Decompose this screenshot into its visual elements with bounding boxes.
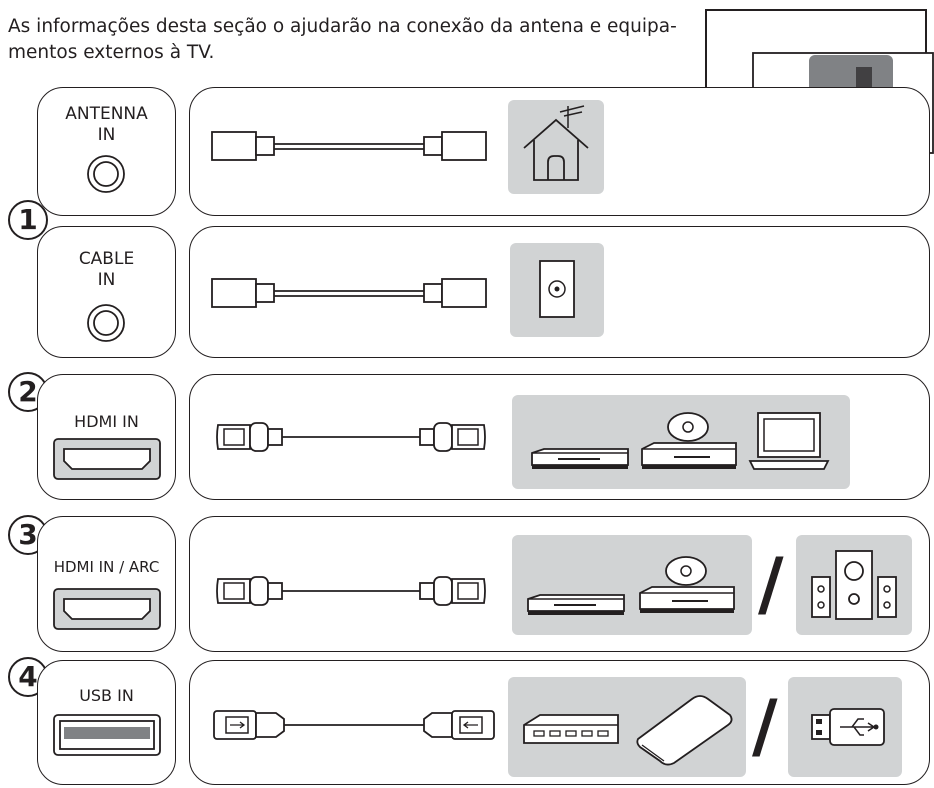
intro-text: As informações desta seção o ajudarão na… bbox=[8, 14, 688, 66]
hdmi-arc-connection-panel: / bbox=[189, 516, 930, 652]
hdmi-arc-port-panel: HDMI IN / ARC bbox=[37, 516, 176, 652]
usb-cable-icon bbox=[213, 710, 495, 740]
antenna-in-label: ANTENNA IN bbox=[38, 104, 175, 146]
hdmi-cable-icon bbox=[216, 422, 486, 452]
external-hard-drive-icon bbox=[636, 695, 733, 766]
hdmi-in-port-panel: HDMI IN bbox=[37, 374, 176, 500]
intro-line-1: As informações desta seção o ajudarão na… bbox=[8, 16, 677, 37]
intro-line-2: mentos externos à TV. bbox=[8, 42, 215, 63]
usb-flash-drive-icon bbox=[811, 708, 885, 746]
or-separator: / bbox=[758, 543, 784, 625]
cable-label-line1: CABLE bbox=[78, 249, 135, 269]
step-2-badge: 2 bbox=[8, 372, 48, 412]
coax-jack-icon bbox=[87, 304, 125, 342]
coax-jack-icon bbox=[87, 155, 125, 193]
antenna-connection-panel bbox=[189, 87, 930, 216]
hdmi-port-icon bbox=[53, 588, 161, 630]
hdmi-cable-icon bbox=[216, 576, 486, 606]
coaxial-cable-icon bbox=[211, 131, 487, 161]
disc-player-icon bbox=[639, 556, 735, 613]
cable-in-port-panel: CABLE IN bbox=[37, 226, 176, 358]
wall-outlet-icon bbox=[539, 260, 575, 318]
coaxial-cable-icon bbox=[211, 278, 487, 308]
hdmi-in-label: HDMI IN bbox=[74, 412, 139, 431]
usb-in-port-panel: USB IN bbox=[37, 660, 176, 785]
hdmi-arc-label: HDMI IN / ARC bbox=[53, 558, 160, 576]
usb-connection-panel: / bbox=[189, 660, 930, 785]
laptop-icon bbox=[748, 412, 830, 470]
antenna-label-line1: ANTENNA bbox=[65, 104, 148, 124]
antenna-in-port-panel: ANTENNA IN bbox=[37, 87, 176, 216]
hdmi-connection-panel bbox=[189, 374, 930, 500]
disc-player-icon bbox=[641, 412, 737, 469]
usb-hub-icon bbox=[523, 714, 619, 744]
house-antenna-icon bbox=[523, 105, 589, 181]
speaker-system-icon bbox=[811, 550, 897, 620]
cable-label-line2: IN bbox=[97, 270, 116, 290]
or-separator: / bbox=[752, 685, 778, 767]
set-top-box-icon bbox=[531, 448, 629, 469]
set-top-box-icon bbox=[527, 594, 625, 615]
usb-port-icon bbox=[53, 714, 161, 756]
cable-connection-panel bbox=[189, 226, 930, 358]
step-1-badge: 1 bbox=[8, 200, 48, 240]
usb-in-label: USB IN bbox=[79, 686, 134, 705]
cable-in-label: CABLE IN bbox=[38, 249, 175, 291]
antenna-label-line2: IN bbox=[97, 125, 116, 145]
hdmi-port-icon bbox=[53, 438, 161, 480]
arc-devices-panel bbox=[512, 535, 752, 635]
